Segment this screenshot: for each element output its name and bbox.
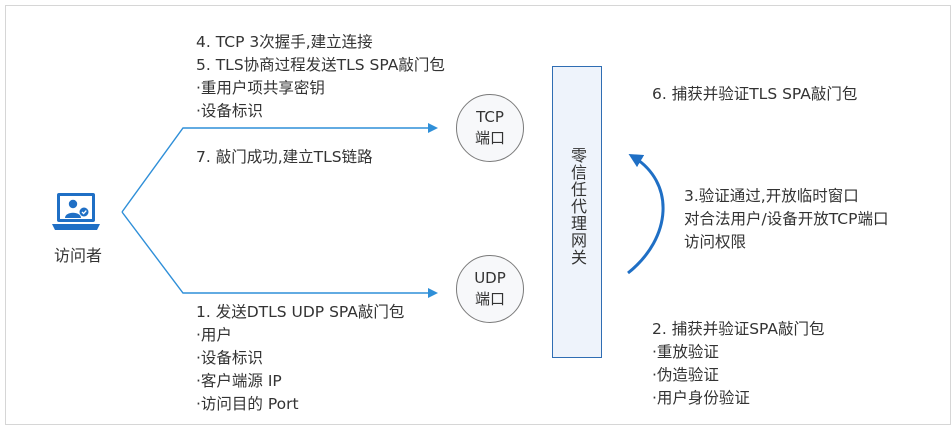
step5-text: 5. TLS协商过程发送TLS SPA敲门包 [196, 56, 445, 74]
tcp-port-word: 端口 [474, 129, 505, 147]
gateway-label: 零信任代理网关 [568, 147, 587, 266]
step2-text: 2. 捕获并验证SPA敲门包 [652, 320, 825, 338]
step1-bullet-port: ·访问目的 Port [196, 395, 299, 413]
arrow-to-tcp [121, 123, 438, 213]
step5-bullet-key: ·重用户项共享密钥 [196, 79, 325, 97]
step1-bullet-srcip: ·客户端源 IP [196, 372, 282, 390]
step3-line1: 3.验证通过,开放临时窗口 [684, 187, 859, 205]
tcp-port-node: TCP 端口 [456, 94, 524, 162]
laptop-user-icon [52, 193, 100, 230]
udp-port-protocol: UDP [474, 269, 506, 287]
arrow-to-udp [121, 211, 438, 298]
step2-bullet-identity: ·用户身份验证 [652, 389, 750, 407]
step6-text: 6. 捕获并验证TLS SPA敲门包 [652, 85, 858, 103]
step3-line3: 访问权限 [684, 233, 747, 251]
udp-port-word: 端口 [474, 290, 505, 308]
step4-text: 4. TCP 3次握手,建立连接 [196, 33, 373, 51]
visitor-actor: 访问者 [48, 188, 118, 268]
step1-bullet-user: ·用户 [196, 326, 232, 344]
step1-bullet-device: ·设备标识 [196, 349, 263, 367]
step2-bullet-replay: ·重放验证 [652, 343, 719, 361]
step3-line2: 对合法用户/设备开放TCP端口 [684, 210, 889, 228]
step2-bullet-forge: ·伪造验证 [652, 366, 719, 384]
zero-trust-gateway: 零信任代理网关 [552, 66, 602, 358]
tcp-port-protocol: TCP [476, 108, 504, 126]
connector-lines [121, 123, 665, 298]
verify-curved-arrow [627, 153, 665, 275]
step7-text: 7. 敲门成功,建立TLS链路 [196, 148, 373, 166]
visitor-label: 访问者 [54, 246, 103, 265]
step5-bullet-device: ·设备标识 [196, 102, 263, 120]
step1-text: 1. 发送DTLS UDP SPA敲门包 [196, 303, 405, 321]
udp-port-node: UDP 端口 [456, 255, 524, 323]
